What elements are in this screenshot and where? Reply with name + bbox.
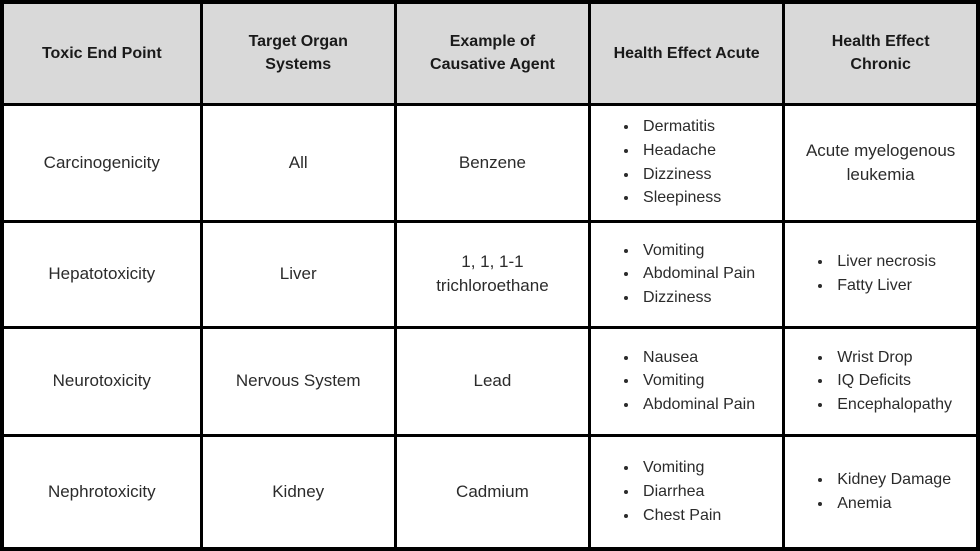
bullet-item: Anemia bbox=[833, 492, 968, 516]
table-cell-list: Liver necrosisFatty Liver bbox=[782, 219, 980, 329]
table-cell-text: Carcinogenicity bbox=[0, 102, 203, 223]
bullet-item: Vomiting bbox=[639, 369, 774, 393]
bullet-item: Dermatitis bbox=[639, 115, 774, 139]
table-cell-list: Kidney DamageAnemia bbox=[782, 433, 980, 551]
bullet-item: Chest Pain bbox=[639, 504, 774, 528]
bullet-item: Abdominal Pain bbox=[639, 393, 774, 417]
table-cell-list: Wrist DropIQ DeficitsEncephalopathy bbox=[782, 325, 980, 437]
table-cell-text: All bbox=[199, 102, 397, 223]
bullet-item: Vomiting bbox=[639, 456, 774, 480]
bullet-item: Kidney Damage bbox=[833, 468, 968, 492]
column-header-target-organ-systems: Target Organ Systems bbox=[199, 0, 397, 106]
bullet-list: Wrist DropIQ DeficitsEncephalopathy bbox=[793, 346, 968, 417]
table-cell-text: Nephrotoxicity bbox=[0, 433, 203, 551]
column-header-health-effect-chronic: Health Effect Chronic bbox=[782, 0, 980, 106]
table-row: CarcinogenicityAllBenzeneDermatitisHeada… bbox=[0, 102, 980, 223]
table-cell-list: NauseaVomitingAbdominal Pain bbox=[588, 325, 786, 437]
bullet-item: Vomiting bbox=[639, 239, 774, 263]
table-cell-text: Kidney bbox=[199, 433, 397, 551]
bullet-item: Liver necrosis bbox=[833, 250, 968, 274]
table-cell-text: Acute myelogenous leukemia bbox=[782, 102, 980, 223]
table-cell-text: Benzene bbox=[393, 102, 592, 223]
bullet-item: Sleepiness bbox=[639, 186, 774, 210]
bullet-list: DermatitisHeadacheDizzinessSleepiness bbox=[599, 115, 774, 209]
bullet-item: Fatty Liver bbox=[833, 274, 968, 298]
bullet-item: Wrist Drop bbox=[833, 346, 968, 370]
table-cell-text: Nervous System bbox=[199, 325, 397, 437]
table-cell-list: VomitingDiarrheaChest Pain bbox=[588, 433, 786, 551]
table-cell-list: DermatitisHeadacheDizzinessSleepiness bbox=[588, 102, 786, 223]
column-header-example-of-causative-agent: Example of Causative Agent bbox=[393, 0, 592, 106]
bullet-list: NauseaVomitingAbdominal Pain bbox=[599, 346, 774, 417]
bullet-list: VomitingAbdominal PainDizziness bbox=[599, 239, 774, 310]
bullet-list: Kidney DamageAnemia bbox=[793, 468, 968, 515]
table-cell-text: 1, 1, 1-1 trichloroethane bbox=[393, 219, 592, 329]
column-header-toxic-end-point: Toxic End Point bbox=[0, 0, 203, 106]
column-header-health-effect-acute: Health Effect Acute bbox=[588, 0, 786, 106]
bullet-list: VomitingDiarrheaChest Pain bbox=[599, 456, 774, 527]
bullet-item: Dizziness bbox=[639, 163, 774, 187]
table-cell-text: Hepatotoxicity bbox=[0, 219, 203, 329]
bullet-item: Headache bbox=[639, 139, 774, 163]
bullet-item: Encephalopathy bbox=[833, 393, 968, 417]
table-cell-text: Liver bbox=[199, 219, 397, 329]
table-cell-text: Cadmium bbox=[393, 433, 592, 551]
table-cell-list: VomitingAbdominal PainDizziness bbox=[588, 219, 786, 329]
bullet-item: Dizziness bbox=[639, 286, 774, 310]
table-cell-text: Neurotoxicity bbox=[0, 325, 203, 437]
table-cell-text: Lead bbox=[393, 325, 592, 437]
bullet-list: Liver necrosisFatty Liver bbox=[793, 250, 968, 297]
bullet-item: Diarrhea bbox=[639, 480, 774, 504]
table-row: NephrotoxicityKidneyCadmiumVomitingDiarr… bbox=[0, 433, 980, 551]
bullet-item: Abdominal Pain bbox=[639, 262, 774, 286]
table-body: CarcinogenicityAllBenzeneDermatitisHeada… bbox=[0, 102, 980, 551]
bullet-item: Nausea bbox=[639, 346, 774, 370]
bullet-item: IQ Deficits bbox=[833, 369, 968, 393]
